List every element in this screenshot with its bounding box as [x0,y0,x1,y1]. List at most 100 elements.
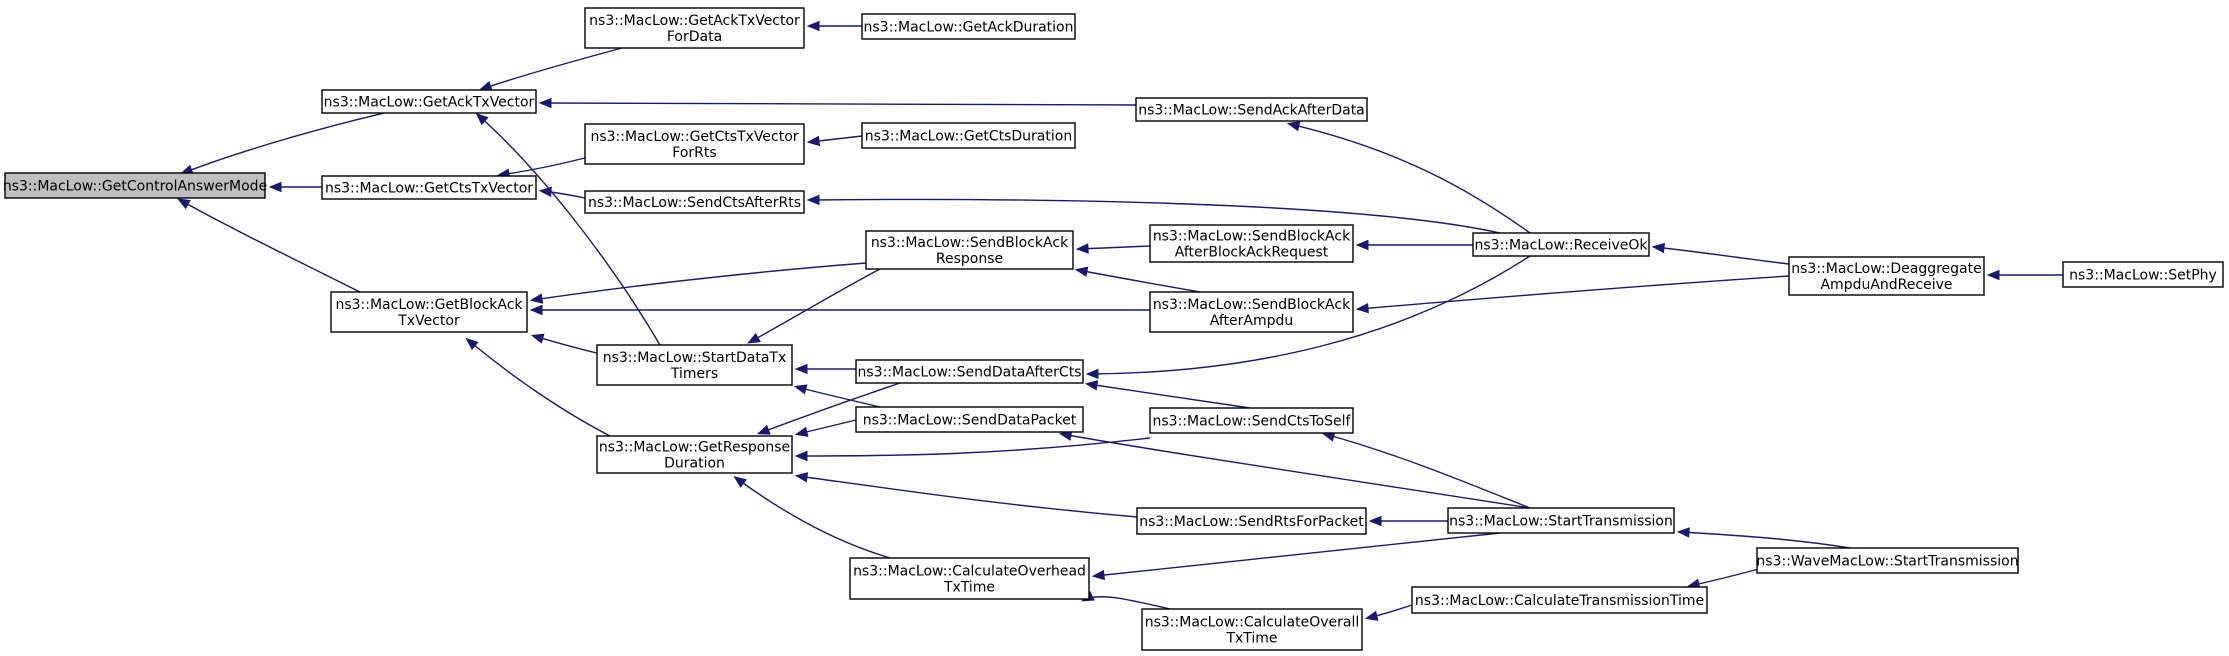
node-label: AmpduAndReceive [1820,277,1952,293]
node-getctsduration[interactable]: ns3::MacLow::GetCtsDuration [861,122,1076,149]
edge-line [1358,275,1790,310]
node-box [861,13,1076,40]
node-label: Timers [670,366,718,382]
node-setphy[interactable]: ns3::MacLow::SetPhy [2062,261,2224,288]
edge-line [182,112,385,174]
arrowhead-icon [1355,239,1369,251]
arrowhead-icon [1364,610,1379,621]
edge-line [467,339,611,437]
nodes-layer: ns3::MacLow::GetControlAnswerModens3::Ma… [3,7,2224,651]
node-sendctsafterrts[interactable]: ns3::MacLow::SendCtsAfterRts [584,190,805,214]
edge-line [1289,123,1531,234]
node-label: ns3::MacLow::CalculateOverall [1145,615,1360,631]
node-label: ForRts [672,145,716,161]
node-getacktxvector[interactable]: ns3::MacLow::GetAckTxVector [321,89,537,114]
edge-wavemaclowstarttransmission-to-starttransmission [1676,527,1851,549]
arrowhead-icon [475,112,489,126]
node-receiveok[interactable]: ns3::MacLow::ReceiveOk [1472,232,1650,257]
node-box [584,123,805,165]
node-label: ns3::MacLow::SendDataPacket [863,413,1077,429]
node-box [1472,232,1650,257]
edge-senddataafterctsn-to-getresponseduration [756,382,901,435]
arrowhead-icon [529,293,544,304]
node-label: ns3::MacLow::ReceiveOk [1474,238,1648,254]
node-label: ns3::MacLow::GetBlockAck [335,297,523,313]
edge-receiveok-to-sendblockackafterblockackrequest [1355,239,1473,251]
node-label: ns3::MacLow::SetPhy [2069,268,2217,284]
edge-line [797,475,1138,518]
node-calculatetransmissiontime[interactable]: ns3::MacLow::CalculateTransmissionTime [1411,586,1708,614]
node-label: Response [936,251,1003,267]
edge-deaggregateampduandreceive-to-sendblockackafterampdu [1355,275,1790,314]
edge-calculateoverheadtxtime-to-getresponseduration [733,476,891,559]
edge-sendblockackresponse-to-startdatatxtimers [747,268,881,344]
node-senddataafterctsn[interactable]: ns3::MacLow::SendDataAfterCts [855,359,1084,384]
node-box [1149,407,1354,434]
node-starttransmission[interactable]: ns3::MacLow::StartTransmission [1447,507,1675,534]
node-label: ns3::MacLow::GetCtsDuration [865,129,1072,145]
node-label: TxTime [1225,631,1277,647]
node-sendackafterdata[interactable]: ns3::MacLow::SendAckAfterData [1135,97,1368,122]
node-sendblockackafterblockackrequest[interactable]: ns3::MacLow::SendBlockAckAfterBlockAckRe… [1149,224,1354,263]
edge-line [1088,255,1531,375]
node-getcontrolanswermode[interactable]: ns3::MacLow::GetControlAnswerMode [3,172,267,199]
edge-line [1324,433,1531,509]
node-label: ns3::MacLow::Deaggregate [1791,261,1981,277]
edge-line [179,199,361,293]
node-label: ns3::MacLow::GetAckTxVector [324,95,535,111]
arrowhead-icon [794,450,808,462]
edge-getctstxvector-to-getcontrolanswermode [268,181,323,193]
edge-calculateoveralltxtime-to-calculateoverheadtxtime [1081,591,1171,610]
edge-receiveok-to-senddataafterctsn [1085,255,1531,380]
edge-line [735,477,891,559]
arrowhead-icon [806,20,820,32]
edge-sendblockackafterampdu-to-sendblockackresponse [1074,266,1201,293]
edge-senddataafterctsn-to-startdatatxtimers [794,363,856,375]
edge-sendctstoself-to-senddataafterctsn [1084,380,1251,409]
edge-sendblockackafterblockackrequest-to-sendblockackresponse [1075,243,1151,254]
node-sendctstoself[interactable]: ns3::MacLow::SendCtsToSelf [1149,407,1354,434]
node-senddatapacket[interactable]: ns3::MacLow::SendDataPacket [855,406,1084,433]
node-label: ns3::MacLow::GetCtsTxVector [590,129,798,145]
node-box [1136,507,1367,535]
node-sendrtsforpacket[interactable]: ns3::MacLow::SendRtsForPacket [1136,507,1367,535]
node-box [861,122,1076,149]
node-label: ns3::MacLow::GetAckTxVector [589,13,800,29]
node-box [1141,608,1363,651]
edge-senddatapacket-to-startdatatxtimers [793,384,881,408]
node-getackduration[interactable]: ns3::MacLow::GetAckDuration [861,13,1076,40]
edge-sendackafterdata-to-getacktxvector [538,97,1137,109]
node-label: ns3::MacLow::SendRtsForPacket [1139,514,1364,530]
node-label: ns3::MacLow::SendBlockAck [871,235,1069,251]
arrowhead-icon [806,194,820,206]
node-getctstxvector[interactable]: ns3::MacLow::GetCtsTxVector [321,175,537,200]
node-box [855,359,1084,384]
arrowhead-icon [1986,269,2000,281]
node-label: ns3::MacLow::CalculateTransmissionTime [1415,593,1704,609]
arrowhead-icon [1676,527,1690,538]
edge-line [1654,246,1790,265]
arrowhead-icon [478,80,493,91]
node-box [1135,97,1368,122]
node-box [865,230,1074,270]
arrowhead-icon [1286,121,1301,132]
node-label: Duration [664,456,725,472]
node-box [584,7,805,49]
edge-line [1094,532,1501,577]
node-wavemaclowstarttransmission[interactable]: ns3::WaveMacLow::StartTransmission [1756,547,2019,574]
arrowhead-icon [1084,380,1099,391]
node-label: AfterBlockAckRequest [1175,245,1329,261]
node-box [855,406,1084,433]
arrowhead-icon [806,135,821,147]
